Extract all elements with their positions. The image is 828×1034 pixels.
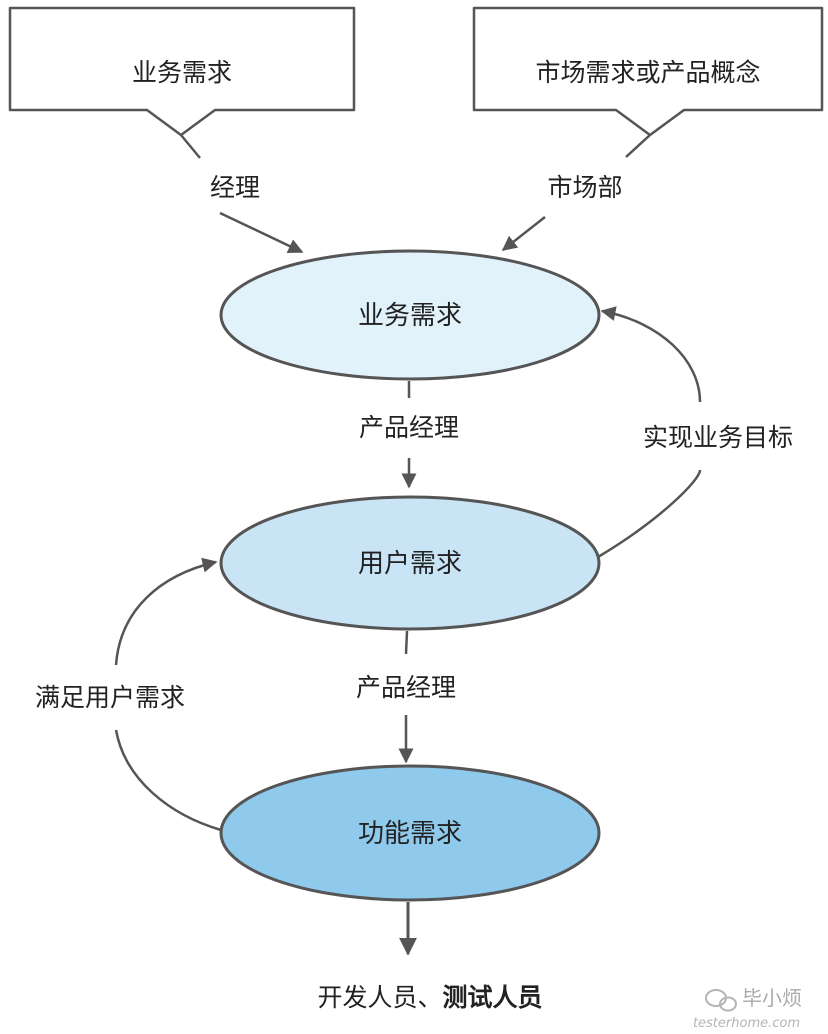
- edge-marketing-arrow: [503, 134, 651, 250]
- edge-pm-bottom-label: 产品经理: [356, 673, 456, 702]
- node-business-shape: [219, 249, 601, 381]
- edge-pm-top-label: 产品经理: [359, 413, 459, 442]
- callout-business-label: 业务需求: [132, 58, 232, 87]
- node-user-label: 用户需求: [358, 549, 462, 579]
- node-functional-shape: [219, 764, 601, 902]
- edge-satisfy-user-label: 满足用户需求: [35, 683, 185, 712]
- edge-satisfy-user-line: [114, 729, 222, 832]
- callout-market-label: 市场需求或产品概念: [535, 58, 760, 87]
- edge-marketing-label: 市场部: [547, 173, 622, 202]
- node-business-label: 业务需求: [358, 301, 462, 331]
- edge-pm-bottom-line: [404, 630, 409, 655]
- edge-satisfy-user-arrow: [114, 557, 218, 666]
- node-functional: 功能需求: [219, 764, 601, 902]
- footer-testers: 测试人员: [443, 983, 543, 1012]
- edge-achieve-goal-line: [597, 469, 702, 559]
- wechat-icon: [705, 989, 737, 1012]
- footer-recipients: 开发人员、测试人员: [317, 983, 542, 1012]
- watermark-site: testerhome.com: [693, 1016, 800, 1031]
- edge-achieve-goal-label: 实现业务目标: [643, 423, 793, 452]
- watermark-name: 毕小烦: [742, 986, 802, 1010]
- node-user: 用户需求: [219, 495, 601, 631]
- edge-manager-label: 经理: [210, 173, 260, 202]
- edge-manager-arrow: [180, 134, 302, 252]
- node-business: 业务需求: [219, 249, 601, 381]
- callout-market: 市场需求或产品概念: [472, 6, 824, 137]
- footer-developers: 开发人员、: [317, 983, 442, 1012]
- edge-achieve-goal-arrow: [600, 306, 702, 403]
- callout-business-shape: [8, 6, 356, 137]
- callout-business: 业务需求: [8, 6, 356, 137]
- callout-market-shape: [472, 6, 824, 137]
- node-user-shape: [219, 495, 601, 631]
- watermark: 毕小烦 testerhome.com: [693, 986, 802, 1031]
- node-functional-label: 功能需求: [358, 819, 462, 849]
